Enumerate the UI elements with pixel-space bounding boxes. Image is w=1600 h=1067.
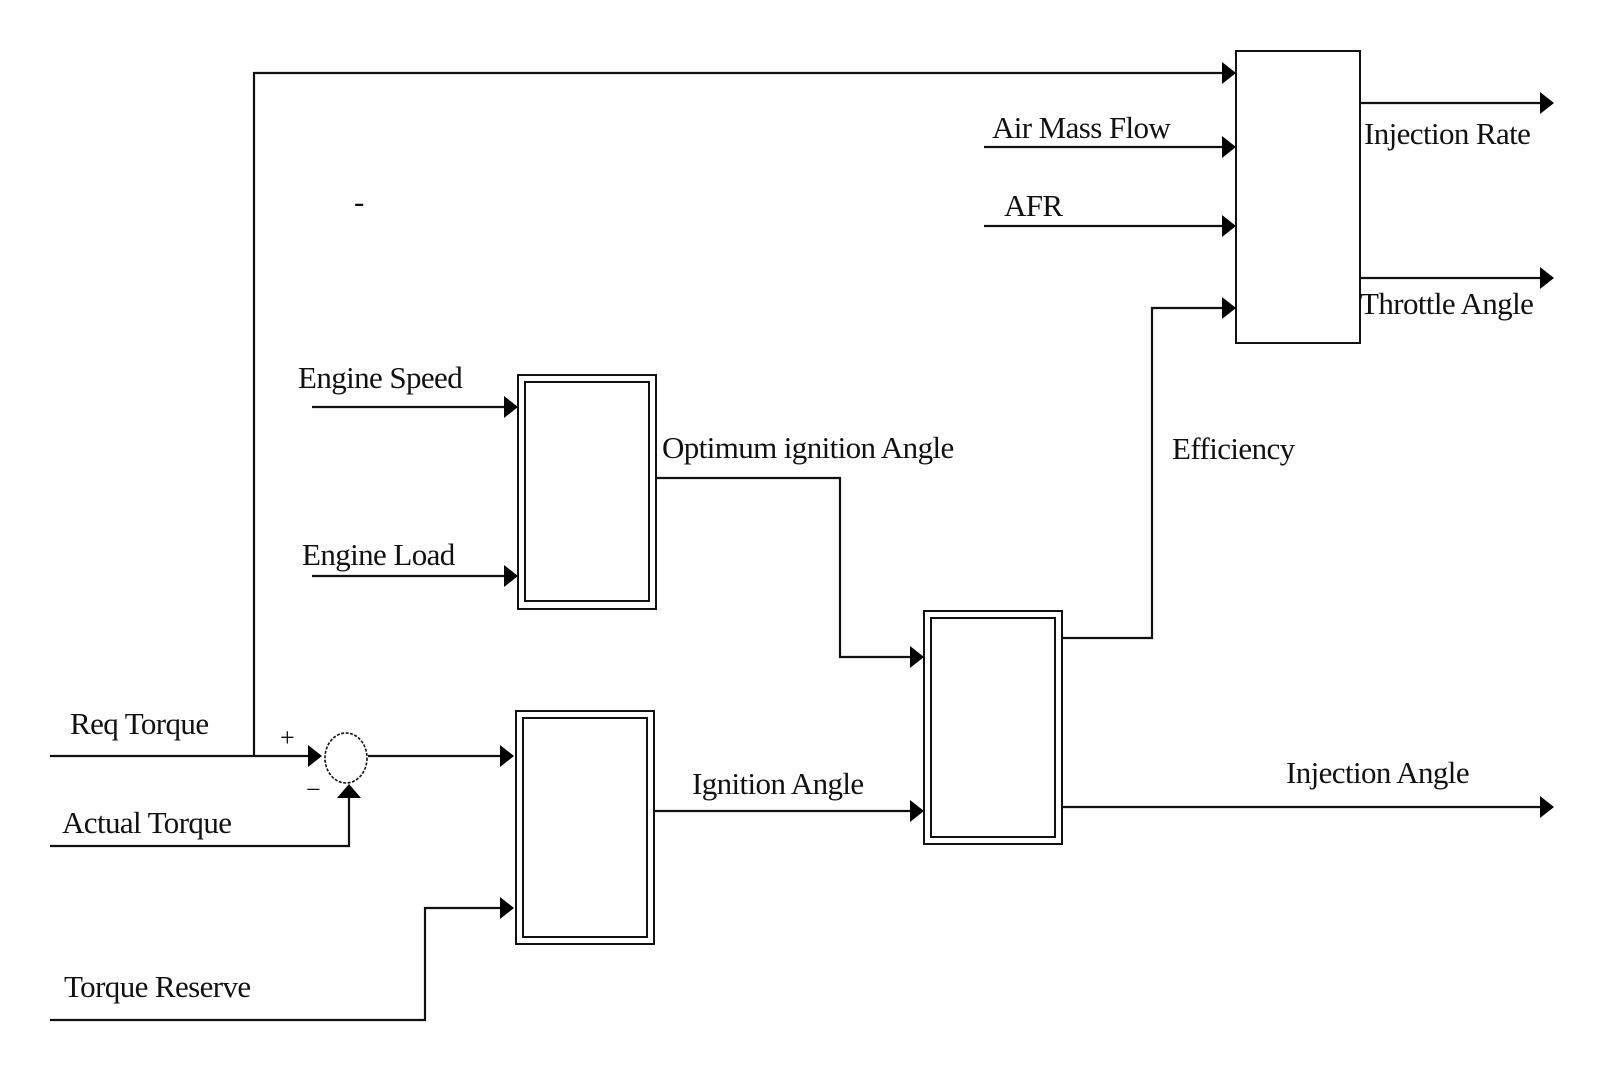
arrow-into-efficiency-block-ignition bbox=[910, 800, 924, 822]
optimum-ignition-map-inner-border bbox=[524, 381, 650, 602]
label-engine-load: Engine Load bbox=[302, 537, 456, 572]
arrow-into-sum-plus bbox=[308, 745, 322, 767]
arrow-into-ignition-controller-reserve bbox=[500, 897, 514, 919]
arrow-injection-rate-output bbox=[1540, 92, 1554, 114]
sum-plus-sign: + bbox=[280, 723, 294, 752]
label-req-torque: Req Torque bbox=[70, 706, 208, 741]
arrow-injection-angle-output bbox=[1540, 796, 1554, 818]
label-injection-angle: Injection Angle bbox=[1286, 755, 1469, 790]
label-torque-reserve: Torque Reserve bbox=[64, 969, 251, 1004]
label-engine-speed: Engine Speed bbox=[298, 360, 463, 395]
stray-dash-mark: - bbox=[354, 184, 364, 219]
arrow-into-fuel-block-afr bbox=[1222, 215, 1236, 237]
arrow-into-fuel-block-req-torque bbox=[1222, 62, 1236, 84]
torque-reserve-line bbox=[50, 906, 502, 1022]
fuel-air-block bbox=[1235, 50, 1361, 344]
arrow-into-fuel-block-air-mass-flow bbox=[1222, 136, 1236, 158]
label-optimum-ignition-angle: Optimum ignition Angle bbox=[662, 430, 954, 465]
arrow-into-ignition-controller-error bbox=[500, 745, 514, 767]
label-throttle-angle: Throttle Angle bbox=[1360, 286, 1533, 321]
ignition-controller-inner-border bbox=[522, 717, 648, 938]
label-ignition-angle: Ignition Angle bbox=[692, 766, 864, 801]
label-efficiency: Efficiency bbox=[1172, 431, 1296, 466]
arrow-into-optimum-map-load bbox=[504, 565, 518, 587]
sum-minus-sign: − bbox=[306, 775, 320, 804]
arrow-throttle-angle-output bbox=[1540, 267, 1554, 289]
arrow-into-fuel-block-efficiency bbox=[1222, 297, 1236, 319]
label-actual-torque: Actual Torque bbox=[62, 805, 231, 840]
optimum-ignition-angle-line bbox=[656, 476, 912, 659]
arrow-into-optimum-map-speed bbox=[504, 396, 518, 418]
label-injection-rate: Injection Rate bbox=[1364, 116, 1530, 151]
efficiency-line bbox=[1062, 306, 1224, 640]
arrow-into-efficiency-block-optimum bbox=[910, 646, 924, 668]
req-torque-branch-line bbox=[252, 71, 1224, 756]
arrow-into-sum-minus bbox=[337, 784, 361, 798]
actual-torque-line bbox=[50, 798, 351, 848]
efficiency-block-inner-border bbox=[930, 617, 1056, 838]
label-afr: AFR bbox=[1004, 188, 1063, 223]
summing-junction bbox=[324, 732, 368, 784]
label-air-mass-flow: Air Mass Flow bbox=[992, 110, 1171, 145]
